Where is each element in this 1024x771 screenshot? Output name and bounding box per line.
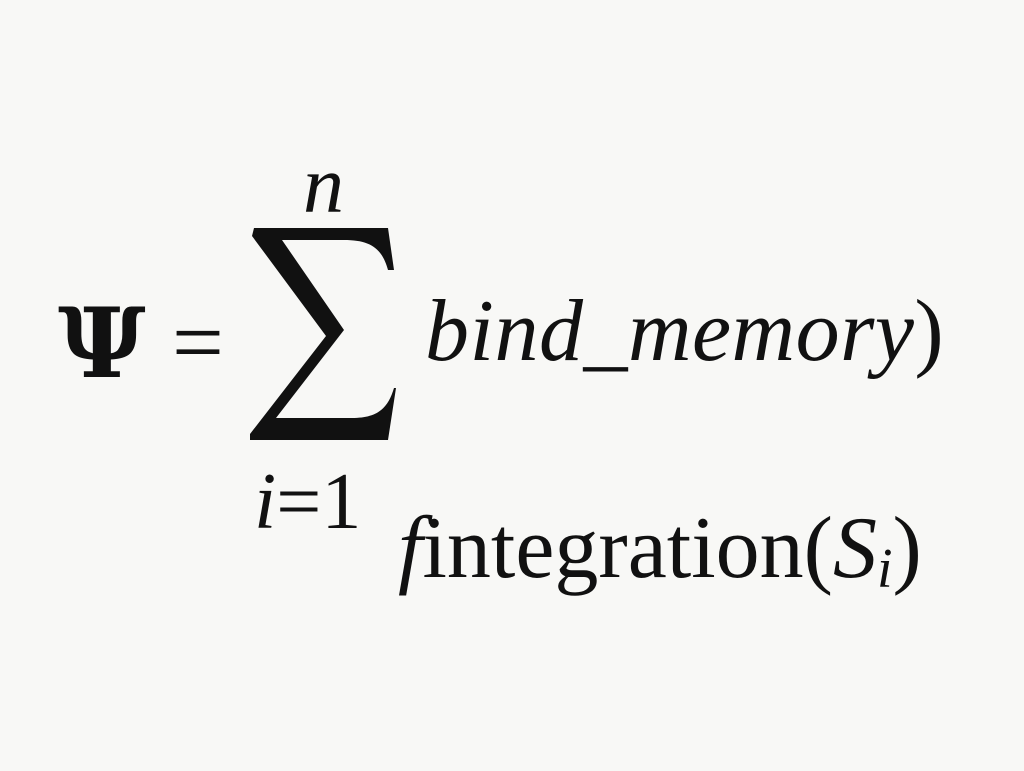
integration-word: integration	[422, 500, 804, 597]
psi-symbol: Ψ	[58, 287, 146, 400]
summation-upper-limit: n	[303, 139, 344, 230]
function-letter: f	[398, 500, 423, 597]
index-variable: i	[254, 458, 277, 546]
bind-memory-term: bind_memory)	[425, 288, 944, 376]
equals-sign: =	[172, 291, 224, 393]
bind-memory-close-paren: )	[914, 283, 945, 380]
argument-subscript: i	[876, 538, 893, 600]
index-equals: =	[276, 458, 322, 546]
close-paren: )	[892, 500, 922, 597]
summation-lower-limit: i=1	[254, 462, 361, 542]
sigma-icon	[250, 228, 396, 440]
sigma-icon-path	[250, 228, 396, 440]
index-start: 1	[321, 458, 362, 546]
argument-s: S	[832, 500, 877, 597]
open-paren: (	[803, 500, 833, 597]
bind-memory-text: bind_memory	[425, 283, 915, 380]
integration-term: fintegration(Si)	[398, 505, 922, 598]
